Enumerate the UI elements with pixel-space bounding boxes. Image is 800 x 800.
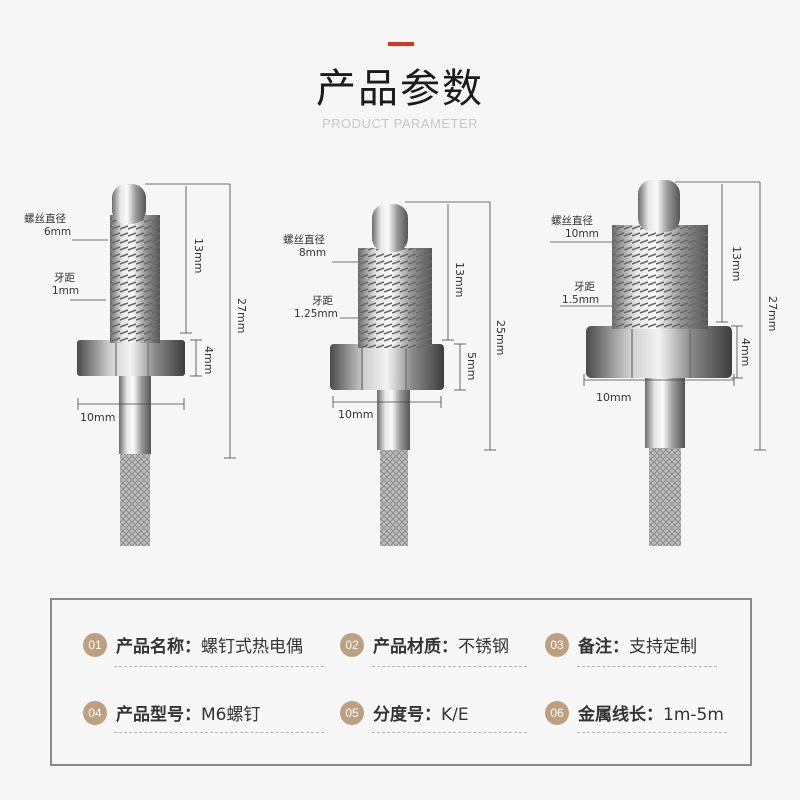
product-3-dim-width: 10mm: [596, 391, 632, 404]
spec-value: 螺钉式热电偶: [201, 637, 303, 657]
product-2-dim-nut: 5mm: [465, 352, 478, 381]
title-accent-bar: [388, 42, 414, 46]
spec-item-3: 03 备注：支持定制: [545, 632, 697, 657]
product-3-dim-total: 27mm: [766, 296, 779, 332]
product-3-dimension-lines: [550, 181, 766, 451]
spec-number-badge: 02: [340, 632, 364, 657]
product-2-dim-thread: 13mm: [453, 262, 466, 298]
product-1-pitch-label: 牙距: [54, 272, 75, 284]
spec-divider: [114, 732, 324, 733]
spec-label: 产品型号：: [116, 705, 201, 725]
spec-divider: [114, 666, 324, 667]
product-1-thread-value: 6mm: [44, 226, 72, 238]
product-3-pitch-label: 牙距: [574, 281, 595, 293]
product-3-probe: [586, 180, 732, 546]
spec-divider: [577, 666, 717, 667]
product-2-dim-width: 10mm: [338, 408, 374, 421]
product-1-dim-nut: 4mm: [202, 346, 215, 375]
product-1-thread-label: 螺丝直径: [24, 213, 66, 225]
spec-value: M6螺钉: [201, 705, 261, 725]
spec-item-6: 06 金属线长：1m-5m: [545, 700, 724, 725]
product-3-thread-value: 10mm: [565, 228, 599, 240]
spec-number-badge: 04: [83, 700, 107, 725]
spec-panel: [50, 598, 752, 766]
product-2-dim-total: 25mm: [494, 320, 507, 356]
page-subtitle: PRODUCT PARAMETER: [321, 116, 479, 131]
spec-item-2: 02 产品材质：不锈钢: [340, 632, 509, 657]
product-1-dim-total: 27mm: [235, 298, 248, 334]
spec-item-4: 04 产品型号：M6螺钉: [83, 700, 260, 725]
spec-divider: [577, 732, 727, 733]
page-title: 产品参数: [316, 66, 484, 112]
product-3-dim-nut: 4mm: [739, 338, 752, 367]
spec-number-badge: 01: [83, 632, 107, 657]
product-3-pitch-value: 1.5mm: [562, 294, 600, 306]
spec-number-badge: 05: [340, 700, 364, 725]
spec-label: 备注：: [578, 637, 629, 657]
spec-divider: [372, 732, 527, 733]
product-2-probe: [330, 204, 444, 546]
product-3-dim-thread: 13mm: [730, 246, 743, 282]
product-1-pitch-value: 1mm: [52, 285, 80, 297]
spec-item-1: 01 产品名称：螺钉式热电偶: [83, 632, 303, 657]
spec-value: 1m-5m: [663, 705, 724, 725]
spec-label: 产品材质：: [373, 637, 458, 657]
spec-value: 支持定制: [629, 637, 697, 657]
spec-number-badge: 03: [545, 632, 569, 657]
product-2-pitch-label: 牙距: [312, 295, 333, 307]
spec-item-5: 05 分度号：K/E: [340, 700, 469, 725]
spec-number-badge: 06: [545, 700, 569, 725]
product-2-thread-value: 8mm: [299, 247, 327, 259]
spec-label: 金属线长：: [578, 705, 663, 725]
product-3-thread-label: 螺丝直径: [551, 215, 593, 227]
product-1-dim-width: 10mm: [80, 411, 116, 424]
product-2-pitch-value: 1.25mm: [294, 308, 338, 320]
product-2-dimension-lines: [332, 201, 496, 451]
product-1-dimension-lines: [70, 183, 236, 459]
product-2-thread-label: 螺丝直径: [283, 234, 325, 246]
spec-value: K/E: [441, 705, 469, 725]
spec-label: 分度号：: [373, 705, 441, 725]
product-1-probe: [77, 184, 185, 546]
spec-label: 产品名称：: [116, 637, 201, 657]
product-1-dim-thread: 13mm: [192, 238, 205, 274]
spec-value: 不锈钢: [458, 637, 509, 657]
product-illustrations: [70, 180, 766, 546]
spec-divider: [372, 666, 527, 667]
